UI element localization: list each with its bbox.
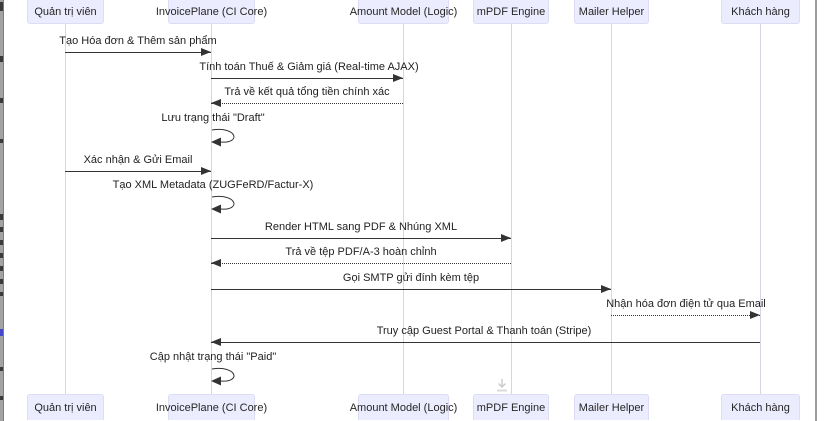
participant-quan-tri-vien-bottom: Quản trị viên <box>27 394 104 420</box>
message-line <box>211 289 611 290</box>
participant-amount-model-bottom: Amount Model (Logic) <box>350 394 457 420</box>
lifeline-quan-tri-vien <box>65 24 66 394</box>
participant-amount-model-top: Amount Model (Logic) <box>350 0 457 24</box>
message-line <box>611 315 760 316</box>
participant-mailer-helper-top: Mailer Helper <box>574 0 649 24</box>
download-icon <box>497 379 507 392</box>
message-label: Xác nhận & Gửi Email <box>83 154 193 166</box>
arrowhead <box>750 311 760 319</box>
message-label: Tạo Hóa đơn & Thêm sản phẩm <box>59 35 217 47</box>
message-line <box>65 52 211 53</box>
message-label: Tính toán Thuế & Giảm giá (Real-time AJA… <box>199 61 419 73</box>
message-label: Trả về tệp PDF/A-3 hoàn chỉnh <box>285 246 437 258</box>
message-line <box>65 171 211 172</box>
message-label: Lưu trạng thái "Draft" <box>161 112 265 124</box>
lifeline-mpdf-engine <box>511 24 512 394</box>
lifeline-khach-hang <box>760 24 761 394</box>
message-line <box>211 103 403 104</box>
arrowhead <box>211 338 221 346</box>
participant-quan-tri-vien-top: Quản trị viên <box>27 0 104 24</box>
arrowhead <box>501 234 511 242</box>
participant-mpdf-engine-bottom: mPDF Engine <box>473 394 549 420</box>
arrowhead <box>211 99 221 107</box>
participant-invoiceplane-top: InvoicePlane (CI Core) <box>156 0 267 24</box>
participant-khach-hang-bottom: Khách hàng <box>721 394 800 420</box>
self-message-loop <box>211 195 235 214</box>
message-label: Tạo XML Metadata (ZUGFeRD/Factur-X) <box>112 179 314 191</box>
pane-divider[interactable] <box>815 0 817 421</box>
self-message-loop <box>211 367 235 386</box>
message-line <box>211 78 403 79</box>
participant-mailer-helper-bottom: Mailer Helper <box>574 394 649 420</box>
message-label: Render HTML sang PDF & Nhúng XML <box>264 221 458 233</box>
arrowhead <box>601 285 611 293</box>
message-line <box>211 238 511 239</box>
message-line <box>211 263 511 264</box>
participant-mpdf-engine-top: mPDF Engine <box>473 0 549 24</box>
message-label: Truy cập Guest Portal & Thanh toán (Stri… <box>376 325 592 337</box>
arrowhead <box>201 167 211 175</box>
arrowhead <box>211 259 221 267</box>
message-label: Trả về kết quả tổng tiền chính xác <box>224 86 390 98</box>
participant-khach-hang-top: Khách hàng <box>721 0 800 24</box>
message-label: Gọi SMTP gửi đính kèm tệp <box>342 272 480 284</box>
self-message-loop <box>211 128 235 147</box>
participant-invoiceplane-bottom: InvoicePlane (CI Core) <box>156 394 267 420</box>
adjacent-window-sliver <box>0 0 4 421</box>
message-line <box>211 342 760 343</box>
arrowhead <box>393 74 403 82</box>
message-label: Cập nhật trạng thái "Paid" <box>149 351 277 363</box>
message-label: Nhận hóa đơn điện tử qua Email <box>606 298 766 310</box>
lifeline-amount-model <box>403 24 404 394</box>
lifeline-mailer-helper <box>611 24 612 394</box>
arrowhead <box>201 48 211 56</box>
